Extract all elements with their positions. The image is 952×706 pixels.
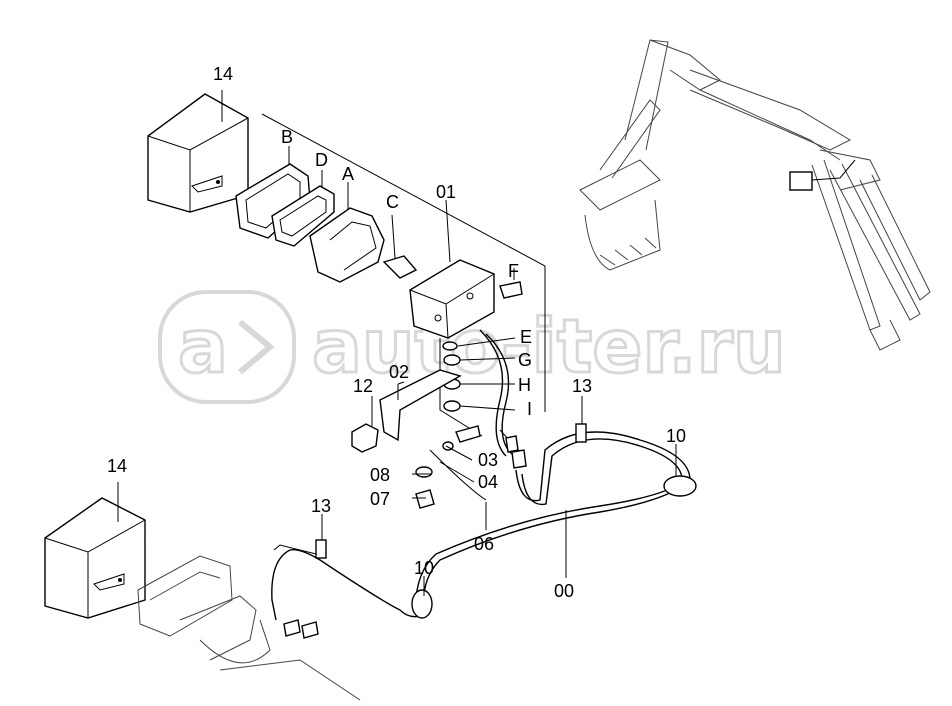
assembly-frame-line xyxy=(261,113,546,412)
callout-00: 00 xyxy=(554,581,574,601)
cab-lamp-illustration xyxy=(137,555,361,701)
lamp-lens-parts xyxy=(235,163,385,283)
watermark-text: auto-iter.ru xyxy=(312,304,786,390)
cover-box-bottom xyxy=(44,482,146,619)
callout-h: H xyxy=(518,375,531,395)
harness-06 xyxy=(429,329,527,501)
callout-d: D xyxy=(315,150,328,170)
callout-08: 08 xyxy=(370,465,390,485)
hose-00 xyxy=(271,423,697,639)
callout-07: 07 xyxy=(370,489,390,509)
callout-10-right: 10 xyxy=(666,426,686,446)
assembly-frame-line-2 xyxy=(439,338,483,437)
callout-03: 03 xyxy=(478,450,498,470)
callout-13-right: 13 xyxy=(572,376,592,396)
watermark: a auto-iter.ru xyxy=(158,290,787,404)
lamp-housing-01 xyxy=(409,199,495,339)
excavator-arm-illustration xyxy=(579,39,931,351)
callout-labels: 14 B D A C 01 F E G H I 02 12 03 04 08 0… xyxy=(107,64,686,601)
bracket-02 xyxy=(379,369,462,442)
callout-f: F xyxy=(508,261,519,281)
callout-c: C xyxy=(386,192,399,212)
callout-14-top: 14 xyxy=(213,64,233,84)
callout-02: 02 xyxy=(389,362,409,382)
callout-06: 06 xyxy=(474,534,494,554)
svg-text:a: a xyxy=(178,304,228,390)
screw-f xyxy=(499,268,523,299)
bolt-set xyxy=(415,425,481,509)
callout-a: A xyxy=(342,164,354,184)
washers xyxy=(442,337,516,412)
callout-01: 01 xyxy=(436,182,456,202)
callout-i: I xyxy=(527,399,532,419)
callout-b: B xyxy=(281,127,293,147)
callout-04: 04 xyxy=(478,472,498,492)
nut-12 xyxy=(351,423,379,453)
callout-14-bottom: 14 xyxy=(107,456,127,476)
callout-g: G xyxy=(518,350,532,370)
leader-lines xyxy=(288,146,677,596)
cover-box-top xyxy=(147,90,249,213)
callout-e: E xyxy=(520,327,532,347)
bulb-c xyxy=(382,214,418,279)
callout-13-left: 13 xyxy=(311,496,331,516)
callout-10-left: 10 xyxy=(414,558,434,578)
callout-12: 12 xyxy=(353,376,373,396)
